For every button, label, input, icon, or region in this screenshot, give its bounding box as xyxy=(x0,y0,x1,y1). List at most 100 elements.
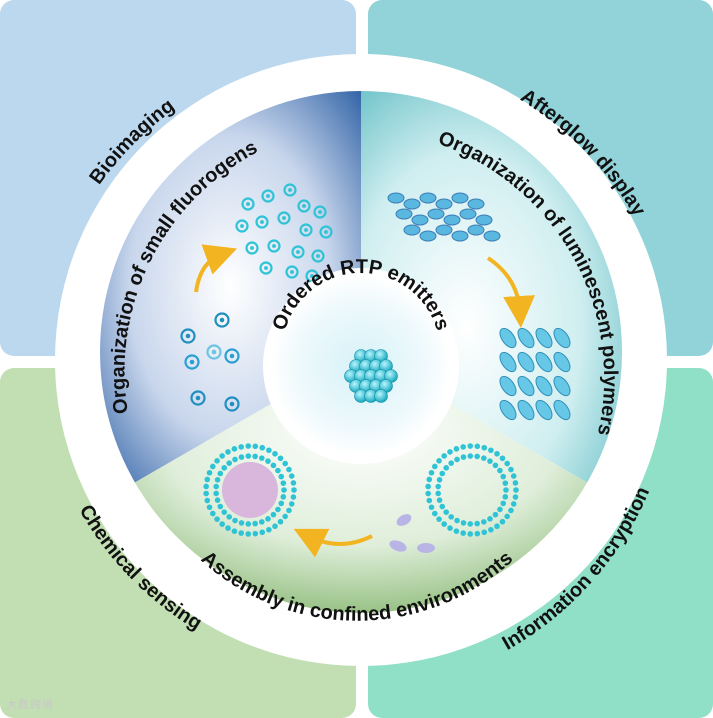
vesicle-bead xyxy=(439,470,446,477)
vesicle-bead xyxy=(213,483,219,490)
vesicle-bead xyxy=(272,450,278,457)
vesicle-bead xyxy=(487,516,493,522)
vesicle-bead xyxy=(488,447,494,454)
vesicle-bead xyxy=(439,503,446,510)
polymer-chain-segment xyxy=(499,327,517,349)
vesicle-bead xyxy=(231,446,238,452)
vesicle-bead xyxy=(231,528,238,534)
vesicle-bead xyxy=(447,525,453,531)
center-hub: Ordered RTP emitters xyxy=(263,256,459,464)
fluorogen-core xyxy=(266,194,270,198)
vesicle-bead xyxy=(214,516,220,522)
vesicle-bead xyxy=(500,500,507,507)
vesicle-bead xyxy=(432,510,438,517)
polymer-chain-segment xyxy=(517,375,535,397)
polymer-unit xyxy=(435,198,453,210)
vesicle-bead xyxy=(278,500,285,507)
vesicle-bead xyxy=(210,463,216,470)
vesicle-bead xyxy=(453,446,460,452)
vesicle-bead xyxy=(206,469,213,476)
polymer-chain-segment xyxy=(553,327,571,349)
fluorogen-core xyxy=(229,401,235,407)
vesicle-bead xyxy=(435,483,441,490)
fluorogen-core xyxy=(324,230,328,234)
fluorogen-core xyxy=(189,359,195,365)
polymer-unit xyxy=(443,214,461,226)
vesicle-bead xyxy=(499,455,506,462)
bottom-arrow xyxy=(293,528,373,558)
vesicle-bead xyxy=(500,473,507,480)
polymer-unit xyxy=(467,224,485,236)
fluorogen-molecule xyxy=(261,189,275,203)
vesicle-bead xyxy=(441,453,447,459)
fluorogen-molecule xyxy=(311,249,325,263)
vesicle-bead xyxy=(203,490,209,497)
polymer-unit xyxy=(451,192,469,204)
fluorogen-molecule xyxy=(277,211,291,225)
polymer-unit xyxy=(483,230,501,242)
vesicle-bead xyxy=(454,456,460,463)
polymer-unit xyxy=(459,208,477,220)
fluorogen-molecule xyxy=(291,245,305,259)
vesicle-bead xyxy=(460,444,466,450)
vesicle-bead xyxy=(290,494,297,500)
vesicle-bead xyxy=(288,473,295,479)
polymer-chain-segment xyxy=(553,351,571,373)
vesicle-bead xyxy=(288,501,295,507)
vesicle-bead xyxy=(275,467,281,474)
vesicle-bead xyxy=(492,462,499,469)
vesicle-bead xyxy=(266,526,272,533)
fluorogen-molecule xyxy=(224,396,240,412)
vesicle-bead xyxy=(265,516,271,522)
confined-environments-illustration xyxy=(203,443,519,558)
polymer-chain-segment xyxy=(517,399,535,421)
vesicle-bead xyxy=(270,511,277,518)
polymer-chain-segment xyxy=(553,375,571,397)
guest-molecule xyxy=(396,514,412,526)
vesicle-bead xyxy=(225,449,231,455)
fluorogen-core xyxy=(246,202,250,206)
vesicle-bead xyxy=(481,444,488,451)
fluorogen-molecule xyxy=(190,390,206,406)
vesicle-bead xyxy=(226,460,232,466)
vesicle-bead xyxy=(436,516,442,522)
vesicle-bead xyxy=(290,480,297,486)
polymer-network xyxy=(387,192,501,242)
empty-vesicle xyxy=(425,443,519,537)
vesicle-bead xyxy=(428,504,435,511)
vesicle-bead xyxy=(503,487,509,493)
vesicle-bead xyxy=(448,460,454,466)
vesicle-bead xyxy=(474,443,481,450)
polymer-unit xyxy=(427,208,445,220)
fluorogen-molecule xyxy=(206,344,222,360)
vesicle-bead xyxy=(286,507,292,514)
vesicle-bead xyxy=(266,447,272,454)
vesicle-bead xyxy=(460,530,466,536)
polymer-unit xyxy=(419,230,437,242)
vesicle-bead xyxy=(510,501,517,507)
polymer-unit xyxy=(475,214,493,226)
fluorogen-molecule xyxy=(285,265,299,279)
vesicle-bead xyxy=(512,494,519,500)
vesicle-bead xyxy=(252,530,259,537)
fluorogen-molecule xyxy=(241,197,255,211)
vesicle-bead xyxy=(281,487,287,493)
vesicle-bead xyxy=(499,518,506,525)
vesicle-bead xyxy=(432,463,438,470)
vesicle-bead xyxy=(238,520,245,526)
polymer-unit xyxy=(387,192,405,204)
vesicle-bead xyxy=(425,490,431,497)
fluorogen-core xyxy=(316,254,320,258)
vesicle-bead xyxy=(217,503,224,510)
vesicle-bead xyxy=(443,509,450,515)
fluorogen-core xyxy=(250,246,254,250)
vesicle-bead xyxy=(204,497,211,504)
vesicle-bead xyxy=(275,506,281,513)
fluorogen-core xyxy=(282,216,286,220)
vesicle-bead xyxy=(494,450,500,457)
polymer-unit xyxy=(419,192,437,204)
polymer-chain-segment xyxy=(499,399,517,421)
vesicle-bead xyxy=(245,453,252,459)
vesicle-bead xyxy=(441,521,447,527)
fluorogen-molecule xyxy=(214,312,230,328)
